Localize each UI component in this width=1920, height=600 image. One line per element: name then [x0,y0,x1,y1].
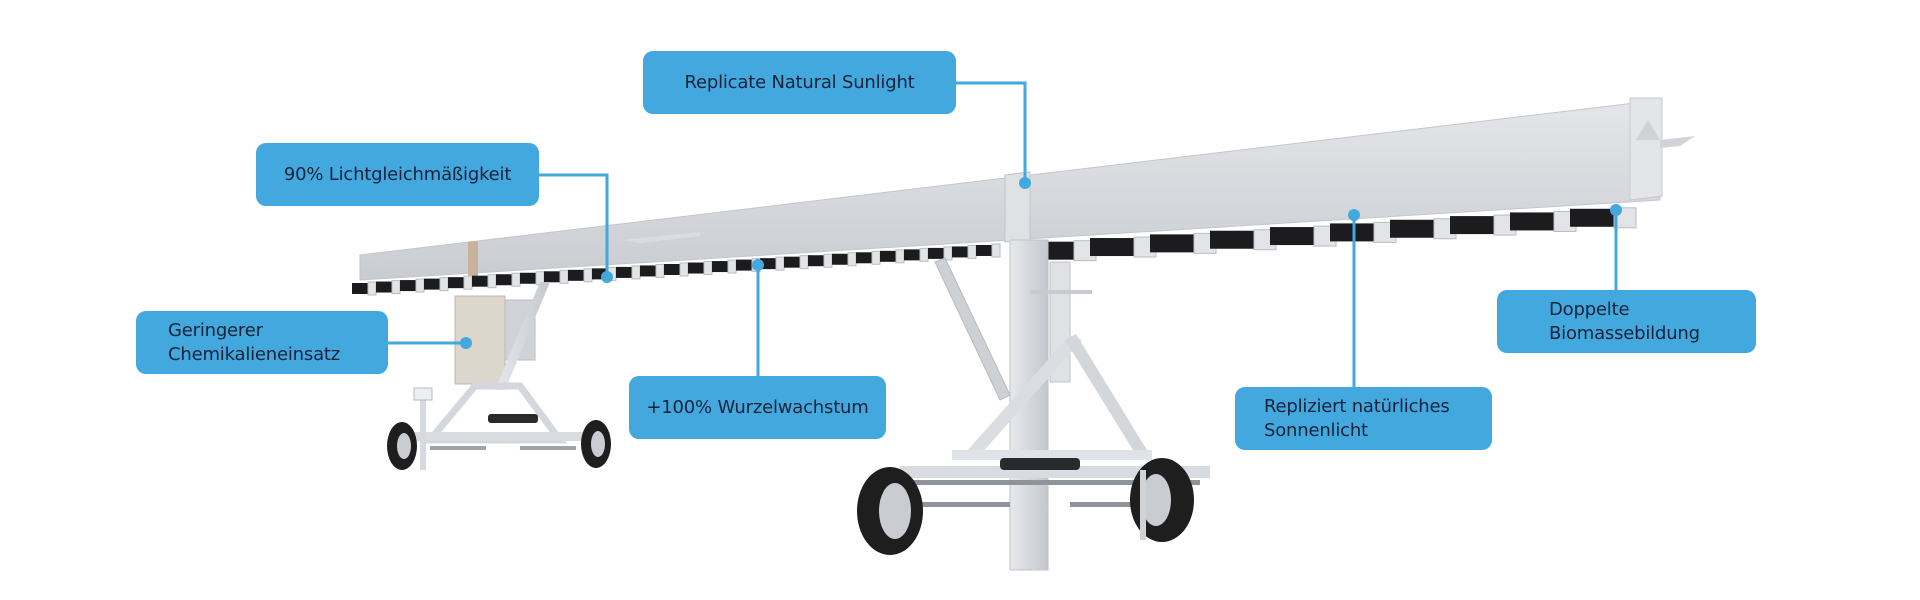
led-lamp [1090,238,1134,257]
led-lamp [688,262,704,274]
led-lamp [1390,219,1434,238]
led-lamp [448,277,464,289]
led-lamp [1570,208,1614,227]
lamp-bracket [895,249,905,264]
led-lamp [472,275,488,287]
led-lamp [880,250,896,262]
callout-reduced-chemicals: Geringerer Chemikalieneinsatz [136,311,388,374]
led-lamp [808,255,824,267]
dot-double-biomass [1610,204,1622,216]
lamp-bracket [391,280,401,295]
callout-label: +100% Wurzelwachstum [646,396,869,418]
callout-root-growth: +100% Wurzelwachstum [629,376,886,439]
lamp-bracket [631,265,641,280]
led-lamp-row [352,207,1637,296]
led-lamp [496,274,512,286]
callout-replicates-sunlight-de: Repliziert natürliches Sonnenlicht [1235,387,1492,450]
callout-replicate-natural-sunlight: Replicate Natural Sunlight [643,51,956,114]
lamp-bracket [823,253,833,268]
led-lamp [1330,223,1374,242]
led-lamp [520,272,536,284]
led-lamp [1150,234,1194,253]
led-lamp [1210,230,1254,249]
callout-label: Geringerer Chemikalieneinsatz [168,319,341,365]
led-lamp [928,247,944,259]
led-lamp [952,246,968,258]
callout-double-biomass: Doppelte Biomassebildung [1497,290,1756,353]
lamp-bracket [463,275,473,290]
lamp-bracket [847,252,857,267]
dot-root-growth [752,259,764,271]
dot-replicate-natural-sunlight [1019,177,1031,189]
lamp-bracket [703,261,713,276]
boom-beam [359,97,1695,281]
lamp-bracket [991,243,1001,258]
led-lamp [784,256,800,268]
led-lamp [976,244,992,256]
led-lamp [1270,227,1314,246]
lamp-bracket [367,281,377,296]
leader-replicate-natural-sunlight [956,81,1027,183]
lamp-bracket [655,263,665,278]
leader-lines [388,81,1618,387]
led-lamp [376,281,392,293]
lamp-bracket [679,262,689,277]
leader-light-uniformity [539,173,609,277]
led-lamp [352,283,368,294]
dot-replicates-sunlight-de [1348,209,1360,221]
led-lamp [640,265,656,277]
callout-light-uniformity: 90% Lichtgleichmäßigkeit [256,143,539,206]
lamp-bracket [559,269,569,284]
lamp-bracket [967,244,977,259]
lamp-bracket [871,250,881,265]
lamp-bracket [415,278,425,293]
led-lamp [904,249,920,261]
lamp-bracket [799,255,809,270]
led-lamp [400,280,416,292]
dot-light-uniformity [601,271,613,283]
led-lamp [544,271,560,283]
led-lamp [664,263,680,275]
dot-reduced-chemicals [460,337,472,349]
led-lamp [616,266,632,278]
lamp-bracket [727,259,737,274]
lamp-bracket [919,247,929,262]
right-cart [857,239,1210,571]
callout-label: Repliziert natürliches Sonnenlicht [1264,395,1450,441]
led-lamp [592,268,608,280]
led-lamp [424,278,440,290]
callout-label: 90% Lichtgleichmäßigkeit [283,163,512,185]
led-lamp [832,253,848,265]
callout-label: Replicate Natural Sunlight [684,71,915,93]
led-lamp [1510,212,1554,231]
lamp-bracket [487,274,497,289]
led-lamp [1450,216,1494,235]
left-cart [387,282,611,470]
callout-label: Doppelte Biomassebildung [1549,298,1700,344]
led-lamp [736,259,752,271]
leader-dots [460,177,1622,349]
lamp-bracket [511,272,521,287]
lamp-bracket [439,277,449,292]
lamp-bracket [583,268,593,283]
led-lamp [856,252,872,264]
led-lamp [712,261,728,273]
led-lamp [760,258,776,270]
led-lamp [568,269,584,281]
lamp-bracket [775,256,785,271]
